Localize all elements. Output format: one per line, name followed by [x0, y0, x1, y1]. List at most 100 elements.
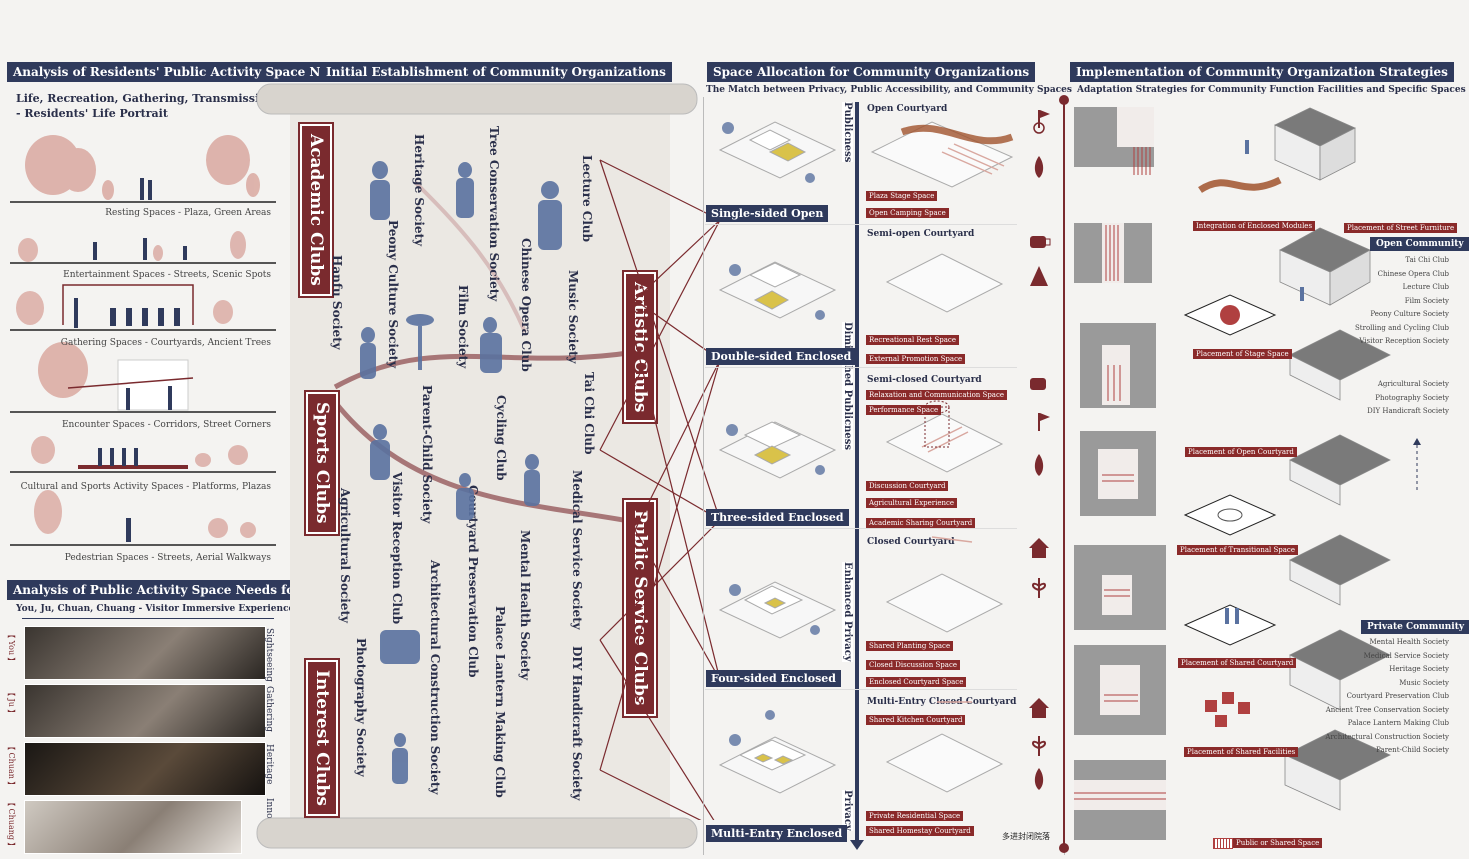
- divider: [22, 618, 274, 619]
- visitor-subtitle: You, Ju, Chuan, Chuang - Visitor Immersi…: [16, 604, 295, 614]
- society-hanfu: Hanfu Society: [330, 255, 344, 350]
- visitor-bracket-chuan: 【 Chuan 】: [7, 742, 16, 790]
- divider: [705, 367, 1017, 368]
- scroll-background: [256, 83, 698, 849]
- open-community-list-2: Agricultural Society Photography Society…: [1367, 378, 1449, 419]
- plan-diagrams: [1074, 107, 1166, 840]
- enclosure-diagrams: [718, 121, 837, 794]
- society-mental-health: Mental Health Society: [518, 530, 532, 681]
- tag-private-residential: Private Residential Space: [866, 811, 964, 821]
- club-sports: Sports Clubs: [306, 392, 338, 534]
- open-community-title: Open Community: [1370, 237, 1469, 251]
- society-medical: Medical Service Society: [570, 470, 584, 630]
- tag-discussion-courtyard: Discussion Courtyard: [866, 481, 949, 491]
- private-community-list: Mental Health Society Medical Service So…: [1325, 636, 1449, 758]
- photo-heritage: [24, 742, 266, 796]
- tag-plaza-stage: Plaza Stage Space: [866, 191, 938, 201]
- tag-open-camping: Open Camping Space: [866, 208, 949, 218]
- panel-title-implementation: Implementation of Community Organization…: [1070, 62, 1454, 82]
- list-item: Heritage Society: [1389, 665, 1449, 673]
- society-heritage: Heritage Society: [412, 134, 426, 247]
- open-community-list: Tai Chi Club Chinese Opera Club Lecture …: [1355, 254, 1449, 349]
- visitor-bracket-you: 【 You 】: [7, 630, 16, 666]
- list-item: Mental Health Society: [1369, 638, 1449, 646]
- divider: [705, 689, 1017, 690]
- visitor-label-heritage: Heritage: [264, 744, 274, 785]
- courtyard-open-title: Open Courtyard: [867, 104, 948, 114]
- implementation-axis: [1063, 98, 1065, 850]
- club-public-service: Public Service Clubs: [624, 500, 656, 716]
- scene-label-4: Encounter Spaces - Corridors, Street Cor…: [61, 420, 271, 430]
- society-chinese-opera: Chinese Opera Club: [519, 238, 533, 372]
- club-interest: Interest Clubs: [306, 660, 338, 816]
- people-silhouettes: [360, 161, 562, 784]
- visitor-label-sightseeing: Sightseeing: [264, 628, 274, 682]
- tag-shared-facilities: Placement of Shared Facilities: [1184, 747, 1299, 757]
- photo-innovation: [24, 800, 242, 854]
- axis-dot: [1059, 843, 1069, 853]
- allocation-subtitle: The Match between Privacy, Public Access…: [706, 85, 1072, 95]
- society-architectural: Architectural Construction Society: [428, 560, 442, 795]
- panel-title-visitors: Analysis of Public Activity Space Needs …: [7, 580, 363, 600]
- tag-street-furniture: Placement of Street Furniture: [1344, 223, 1458, 233]
- legend-public-shared-space: Public or Shared Space: [1233, 838, 1323, 848]
- axis-dot: [1059, 95, 1069, 105]
- chinese-note: 多进封闭院落: [1002, 832, 1050, 841]
- tag-open-courtyard: Placement of Open Courtyard: [1185, 447, 1297, 457]
- divider: [705, 224, 1017, 225]
- enclosure-three-sided: Three-sided Enclosed: [706, 509, 849, 526]
- club-academic: Academic Clubs: [300, 124, 332, 296]
- courtyard-diagrams: [870, 121, 1014, 793]
- list-item: Film Society: [1404, 296, 1449, 305]
- axis-enhanced-privacy: Enhanced Privacy: [842, 562, 853, 662]
- scene-label-6: Pedestrian Spaces - Streets, Aerial Walk…: [64, 553, 271, 563]
- list-item: Ancient Tree Conservation Society: [1325, 705, 1449, 714]
- tag-external-promotion: External Promotion Space: [866, 354, 966, 364]
- tag-shared-kitchen: Shared Kitchen Courtyard: [866, 715, 966, 725]
- list-item: Medical Service Society: [1363, 651, 1449, 660]
- visitor-bracket-chuang: 【 Chuang 】: [7, 798, 16, 851]
- axis-diminished-publicness: Diminished Publicness: [842, 322, 853, 451]
- connection-lines: [599, 159, 721, 820]
- visitor-bracket-ju: 【 Ju 】: [7, 688, 16, 718]
- building-isometrics: [1183, 107, 1421, 811]
- society-lecture: Lecture Club: [580, 155, 594, 243]
- enclosure-double-sided: Double-sided Enclosed: [706, 348, 857, 365]
- society-music: Music Society: [566, 270, 580, 364]
- list-item: Tai Chi Club: [1405, 256, 1449, 264]
- list-item: Lecture Club: [1402, 283, 1449, 291]
- list-item: Peony Culture Society: [1370, 310, 1449, 318]
- enclosure-multi-entry: Multi-Entry Enclosed: [706, 825, 848, 842]
- list-item: Agricultural Society: [1377, 380, 1449, 388]
- tag-performance: Performance Space: [866, 405, 942, 415]
- enclosure-four-sided: Four-sided Enclosed: [706, 670, 841, 687]
- tag-agricultural-experience: Agricultural Experience: [866, 498, 958, 508]
- list-item: Courtyard Preservation Club: [1346, 692, 1449, 700]
- list-item: Visitor Reception Society: [1359, 337, 1449, 345]
- axis-privacy: Privacy: [842, 790, 853, 831]
- panel-title-allocation: Space Allocation for Community Organizat…: [707, 62, 1036, 82]
- society-palace-lantern: Palace Lantern Making Club: [493, 606, 507, 798]
- society-courtyard-preservation: Courtyard Preservation Club: [466, 485, 480, 678]
- function-icons: [1029, 110, 1051, 790]
- tag-transitional-space: Placement of Transitional Space: [1177, 545, 1298, 555]
- divider: [705, 528, 1017, 529]
- portrait-line1: Life, Recreation, Gathering, Transmissio…: [16, 92, 275, 105]
- society-tai-chi: Tai Chi Club: [582, 372, 596, 455]
- photo-gathering: [24, 684, 266, 738]
- tag-closed-discussion: Closed Discussion Space: [866, 660, 961, 670]
- courtyard-closed-title: Closed Courtyard: [867, 537, 955, 547]
- tag-recreational-rest: Recreational Rest Space: [866, 335, 959, 345]
- axis-arrow: [850, 840, 864, 850]
- society-agricultural: Agricultural Society: [338, 488, 352, 623]
- photo-sightseeing: [24, 626, 266, 680]
- courtyard-semi-open-title: Semi-open Courtyard: [867, 229, 975, 239]
- tag-enclosed-courtyard: Enclosed Courtyard Space: [866, 677, 967, 687]
- list-item: Palace Lantern Making Club: [1347, 719, 1449, 727]
- implementation-subtitle: Adaptation Strategies for Community Func…: [1077, 85, 1466, 95]
- tag-integration-enclosed-modules: Integration of Enclosed Modules: [1193, 221, 1316, 231]
- society-photography: Photography Society: [354, 638, 368, 777]
- list-item: DIY Handicraft Society: [1367, 407, 1449, 415]
- society-peony: Peony Culture Society: [386, 220, 400, 369]
- tag-relaxation-communication: Relaxation and Communication Space: [866, 390, 1008, 400]
